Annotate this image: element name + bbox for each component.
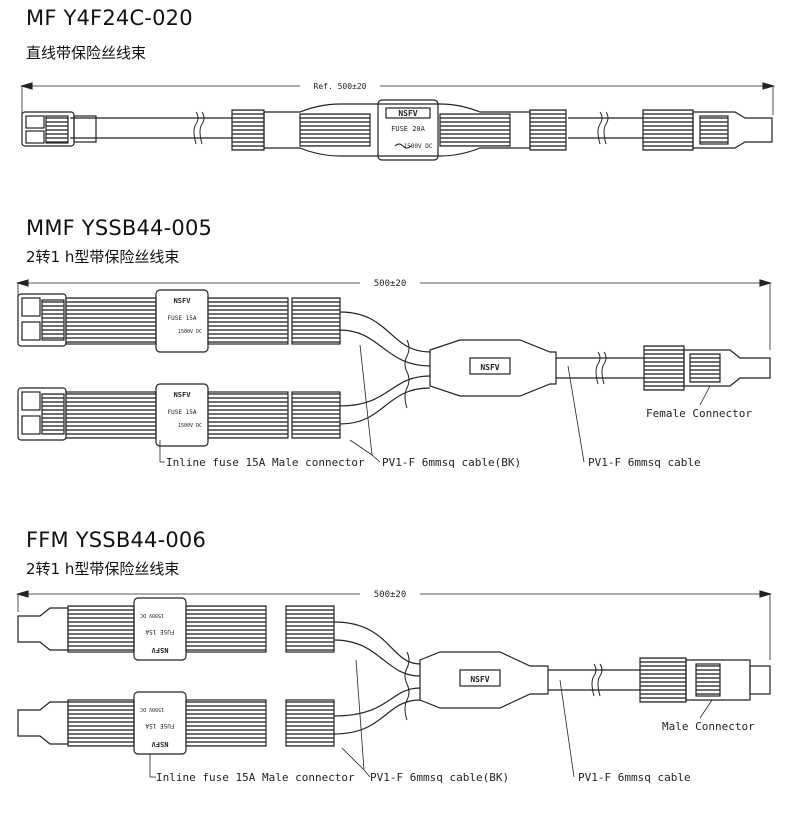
- fuse-brand: NSFV: [174, 391, 192, 399]
- fuse-rating: FUSE 15A: [145, 722, 174, 729]
- fuse-voltage: 1500V DC: [178, 423, 202, 429]
- fuse-rating: FUSE 15A: [145, 628, 174, 635]
- hub-brand: NSFV: [480, 363, 499, 372]
- fuse-brand: NSFV: [398, 109, 417, 118]
- fuse-voltage: 1500V DC: [140, 706, 164, 712]
- section-3-subtitle: 2转1 h型带保险丝线束: [26, 560, 180, 578]
- label-female-connector: Female Connector: [646, 407, 752, 420]
- label-inline-fuse: Inline fuse 15A Male connector: [166, 456, 365, 469]
- dimension-label: Ref. 500±20: [314, 82, 367, 91]
- fuse-rating: FUSE 15A: [168, 409, 197, 416]
- fuse-voltage: 1500V DC: [404, 143, 433, 150]
- diagram-mf: [19, 82, 776, 161]
- fuse-brand: NSFV: [151, 646, 169, 654]
- fuse-voltage: 1500V DC: [178, 329, 202, 335]
- section-1-title: MF Y4F24C-020: [26, 6, 193, 30]
- label-inline-fuse: Inline fuse 15A Male connector: [156, 771, 355, 784]
- label-cable-bk: PV1-F 6mmsq cable(BK): [382, 456, 521, 469]
- dimension-label: 500±20: [374, 590, 407, 600]
- diagram-ffm: [15, 590, 773, 778]
- fuse-rating: FUSE 20A: [391, 125, 426, 133]
- section-2-subtitle: 2转1 h型带保险丝线束: [26, 248, 180, 266]
- section-1-subtitle: 直线带保险丝线束: [26, 44, 147, 62]
- hub-brand: NSFV: [470, 675, 489, 684]
- fuse-brand: NSFV: [151, 740, 169, 748]
- label-male-connector: Male Connector: [662, 720, 755, 733]
- diagram-mmf: [15, 279, 773, 463]
- section-2-title: MMF YSSB44-005: [26, 216, 213, 240]
- section-3-title: FFM YSSB44-006: [26, 528, 207, 552]
- label-cable: PV1-F 6mmsq cable: [588, 456, 701, 469]
- fuse-rating: FUSE 15A: [168, 315, 197, 322]
- dimension-label: 500±20: [374, 279, 407, 289]
- label-cable: PV1-F 6mmsq cable: [578, 771, 691, 784]
- fuse-brand: NSFV: [174, 297, 192, 305]
- fuse-voltage: 1500V DC: [140, 612, 164, 618]
- label-cable-bk: PV1-F 6mmsq cable(BK): [370, 771, 509, 784]
